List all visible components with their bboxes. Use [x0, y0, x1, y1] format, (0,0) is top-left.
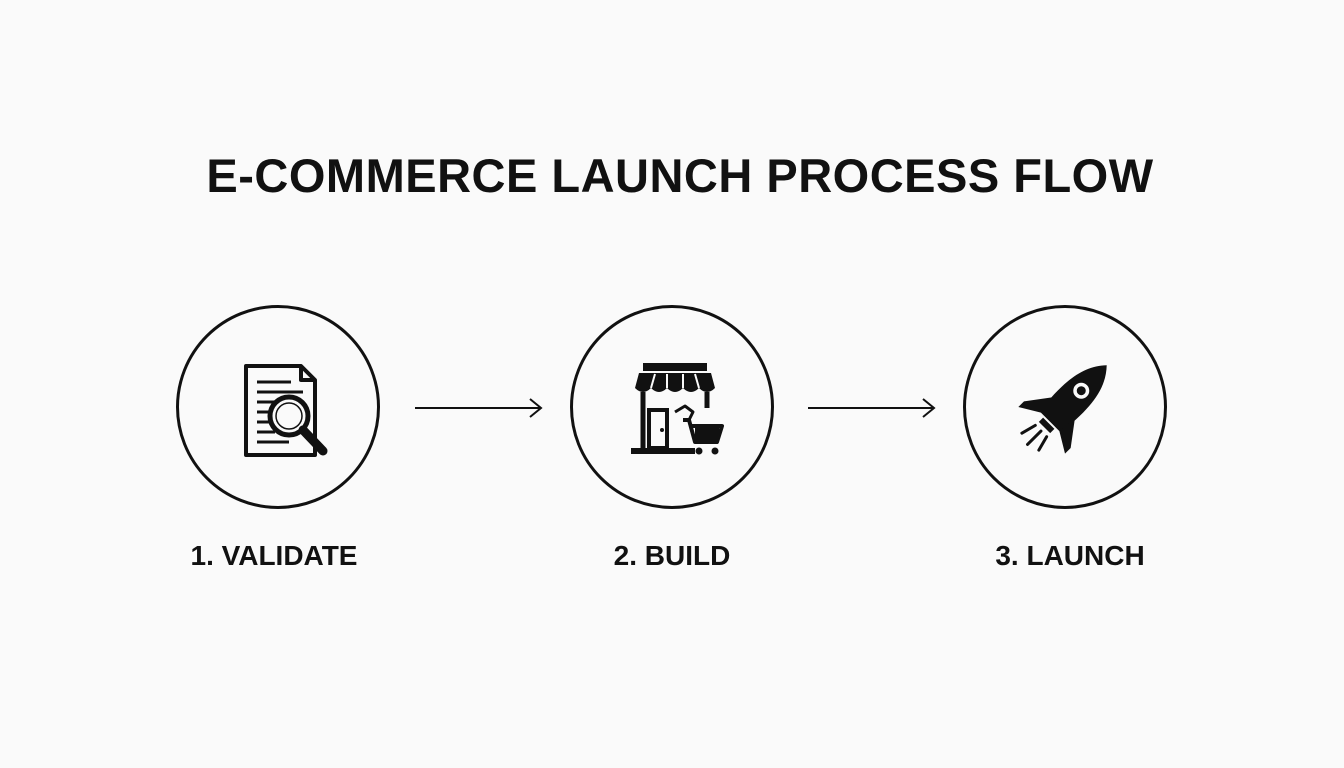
step-build-node [570, 305, 774, 509]
document-magnifier-icon [244, 364, 328, 457]
step-build-label: 2. BUILD [613, 540, 731, 571]
step-validate-node [176, 305, 380, 509]
arrow-right-icon [415, 398, 543, 418]
rocket-icon [1018, 365, 1107, 454]
diagram-title: E-COMMERCE LAUNCH PROCESS FLOW [206, 149, 1154, 202]
storefront-cart-icon [631, 363, 724, 455]
arrow-right-icon [808, 398, 936, 418]
step-launch-node [963, 305, 1167, 509]
step-validate-label: 1. VALIDATE [190, 540, 358, 571]
step-launch-label: 3. LAUNCH [995, 540, 1145, 571]
